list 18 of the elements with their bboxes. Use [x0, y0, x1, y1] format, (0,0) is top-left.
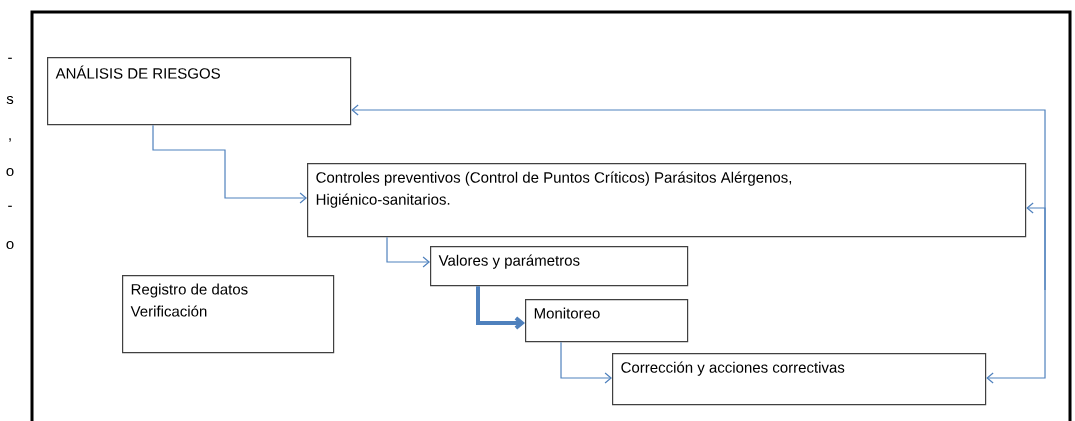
note-box: Registro de datos Verificación: [122, 275, 335, 354]
text-fragment: ,: [9, 138, 11, 142]
arrow: [1026, 202, 1046, 291]
text-fragment: o: [6, 167, 14, 177]
text-fragment: -: [8, 205, 12, 207]
process-box: Corrección y acciones correctivas: [612, 353, 987, 406]
arrow: [476, 286, 525, 330]
text-fragment: o: [6, 240, 14, 250]
text-fragment: -: [8, 57, 12, 59]
process-box: Monitoreo: [525, 299, 689, 343]
arrow: [560, 341, 612, 384]
arrow: [386, 236, 430, 268]
process-box: ANÁLISIS DE RIESGOS: [47, 57, 352, 126]
text-fragment: s: [6, 95, 14, 105]
process-box: Controles preventivos (Control de Puntos Críticos) Parásitos Alérgenos, Higiénico-sanitarios.: [307, 163, 1027, 238]
process-box: Valores y parámetros: [430, 246, 689, 287]
arrow: [986, 289, 1046, 384]
arrow: [152, 124, 307, 204]
